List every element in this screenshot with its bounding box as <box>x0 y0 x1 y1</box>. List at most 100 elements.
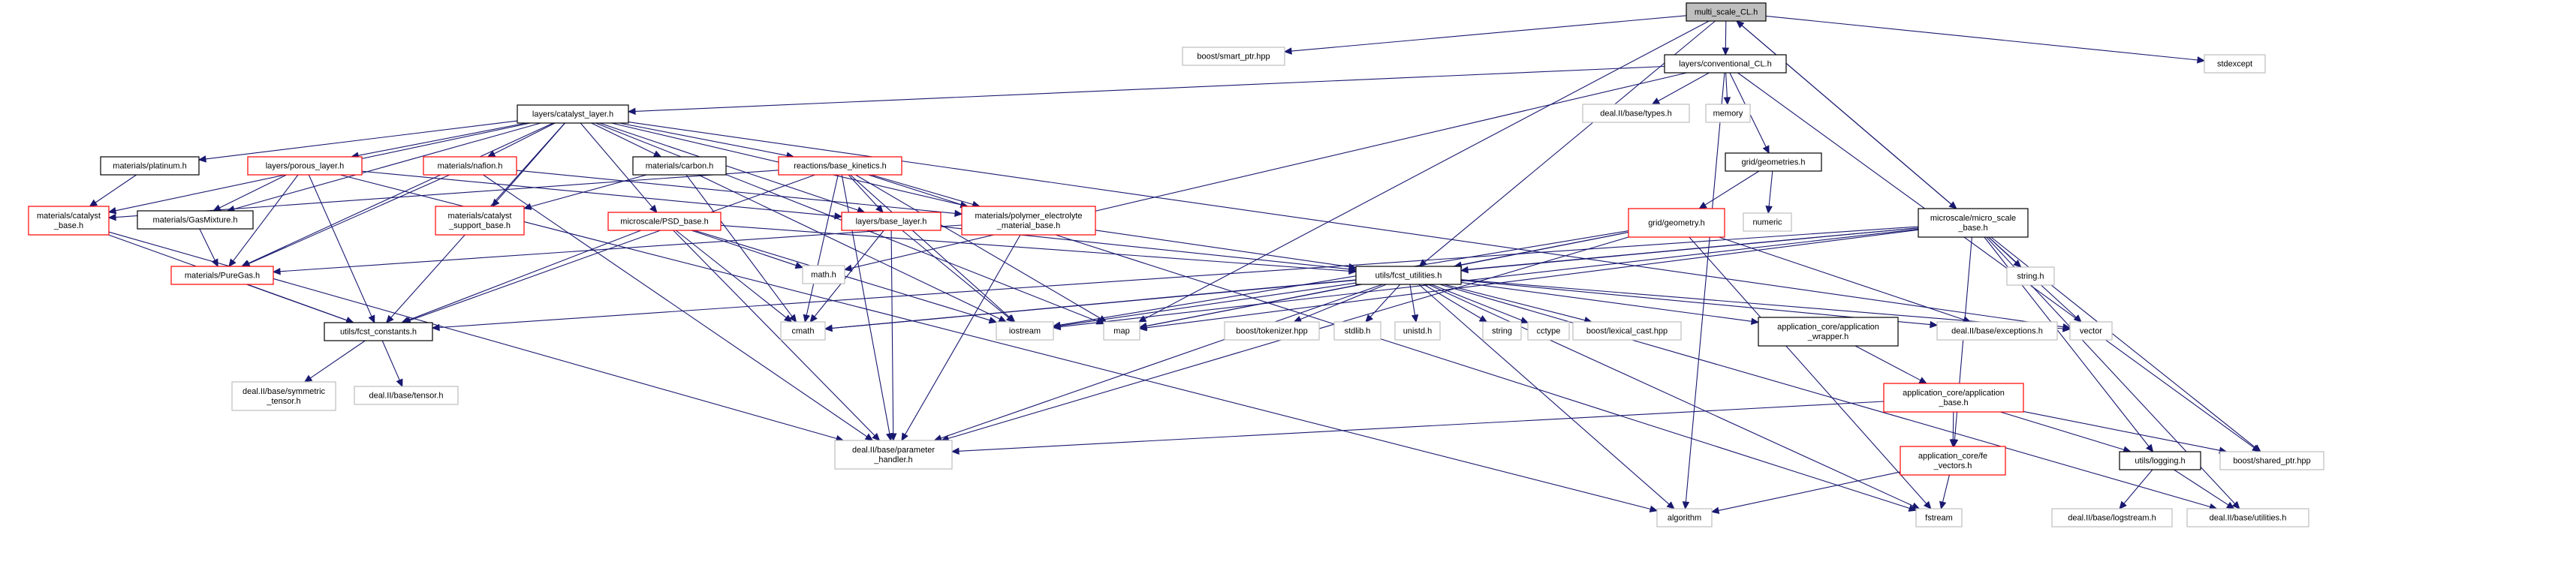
node-label: materials/catalyst <box>37 212 101 221</box>
node-box <box>324 322 433 341</box>
arrowhead-icon <box>1283 47 1292 55</box>
edge-line <box>1430 284 1522 321</box>
node-box <box>2219 451 2324 470</box>
edge-carbon-to-cmath <box>685 174 797 323</box>
node-logging[interactable]: utils/logging.h <box>2119 451 2201 470</box>
edge-conv_cl-to-memory <box>1723 72 1731 106</box>
node-label: boost/shared_ptr.hpp <box>2233 457 2310 466</box>
node-catalyst-base[interactable]: materials/catalyst_base.h <box>28 206 110 236</box>
node-label: microscale/micro_scale <box>1930 214 2016 223</box>
node-gas-mixture[interactable]: materials/GasMixture.h <box>137 210 254 230</box>
arrowhead-icon <box>1293 316 1303 323</box>
node-box <box>517 104 629 124</box>
edge-platinum-to-catalyst_base <box>89 174 137 207</box>
edge-line <box>233 122 541 210</box>
arrowhead-icon <box>649 204 658 213</box>
arrowhead-icon <box>2252 444 2261 452</box>
node-grid-geometry[interactable]: grid/geometry.h <box>1628 208 1725 238</box>
arrowhead-icon <box>788 314 797 323</box>
arrowhead-icon <box>241 260 251 267</box>
node-box <box>354 386 459 405</box>
node-conv-cl[interactable]: layers/conventional_CL.h <box>1664 54 1787 74</box>
node-fcst-utilities[interactable]: utils/fcst_utilities.h <box>1355 266 1462 285</box>
edge-line <box>890 230 894 434</box>
edge-line <box>831 279 1357 329</box>
arrowhead-icon <box>1930 320 1939 329</box>
arrowhead-icon <box>107 213 116 221</box>
arrowhead-icon <box>1649 505 1659 512</box>
node-fcst-constants[interactable]: utils/fcst_constants.h <box>324 322 433 341</box>
node-root[interactable]: multi_scale_CL.h <box>1686 2 1767 22</box>
node-platinum[interactable]: materials/platinum.h <box>100 156 200 176</box>
arrowhead-icon <box>1939 500 1947 510</box>
node-dealii-exceptions: deal.II/base/exceptions.h <box>1936 321 2058 341</box>
arrowhead-icon <box>1723 97 1731 106</box>
node-stdlib: stdlib.h <box>1333 321 1381 341</box>
node-base-kinetics[interactable]: reactions/base_kinetics.h <box>778 156 902 176</box>
node-label: boost/lexical_cast.hpp <box>1586 327 1668 336</box>
node-dealii-types: deal.II/base/types.h <box>1582 104 1690 123</box>
node-base-layer[interactable]: layers/base_layer.h <box>841 212 942 231</box>
node-grid-geometries[interactable]: grid/geometries.h <box>1725 152 1822 172</box>
edge-line <box>580 122 653 208</box>
node-psd-base[interactable]: microscale/PSD_base.h <box>607 212 722 231</box>
arrowhead-icon <box>998 315 1008 323</box>
edge-line <box>1765 15 2198 61</box>
node-box <box>231 381 336 411</box>
arrowhead-icon <box>1722 47 1730 56</box>
edge-line <box>871 174 974 206</box>
node-porous-layer[interactable]: layers/porous_layer.h <box>247 156 363 176</box>
node-catalyst-support[interactable]: materials/catalyst_support_base.h <box>435 206 525 236</box>
edge-catalyst_layer-to-platinum <box>197 120 518 163</box>
edge-line <box>1144 20 1710 320</box>
node-label: layers/conventional_CL.h <box>1679 60 1772 69</box>
node-label: math.h <box>811 271 836 280</box>
edge-app_base-to-param_handler <box>951 401 1885 455</box>
edge-grid_geometry-to-fstream <box>1689 236 1932 509</box>
node-cmath: cmath <box>780 321 826 341</box>
edge-line <box>483 174 868 437</box>
edge-fcst_utilities-to-stdlib <box>1365 284 1401 323</box>
node-app-base[interactable]: application_core/application_base.h <box>1883 383 2024 413</box>
node-polymer-electrolyte[interactable]: materials/polymer_electrolyte_material_b… <box>961 206 1096 236</box>
edge-line <box>1718 471 1901 511</box>
node-label: string <box>1492 327 1512 336</box>
edge-fcst_utilities-to-param_handler <box>933 284 1383 442</box>
edge-line <box>1059 230 1629 326</box>
node-label: materials/GasMixture.h <box>152 216 237 225</box>
edge-conv_cl-to-catalyst_layer <box>627 65 1665 116</box>
edge-micro_scale_base-to-fe_vectors <box>1951 236 1972 448</box>
edge-line <box>2023 410 2220 451</box>
node-micro-scale-base[interactable]: microscale/micro_scale_base.h <box>1918 208 2029 238</box>
node-layer: multi_scale_CL.h boost/smart_ptr.hpplayer… <box>28 2 2324 527</box>
arrowhead-icon <box>809 314 818 323</box>
node-box <box>1686 2 1767 22</box>
node-app-wrapper[interactable]: application_core/application_wrapper.h <box>1758 317 1899 347</box>
edge-line <box>814 230 884 317</box>
node-label: application_core/fe <box>1918 452 1987 461</box>
node-box <box>1725 152 1822 172</box>
node-box <box>1527 321 1570 341</box>
node-nafion[interactable]: materials/nafion.h <box>423 156 517 176</box>
node-carbon[interactable]: materials/carbon.h <box>632 156 727 176</box>
edge-base_kinetics-to-iostream <box>850 174 1016 323</box>
arrowhead-icon <box>1710 506 1720 514</box>
edge-grid_geometries-to-grid_geometry <box>1698 170 1760 209</box>
edge-app_base-to-logging <box>2000 411 2132 453</box>
node-fe-vectors[interactable]: application_core/fe_vectors.h <box>1900 446 2006 476</box>
node-label: materials/platinum.h <box>113 162 186 171</box>
edge-polymer_electrolyte-to-param_handler <box>901 234 1021 442</box>
node-box <box>1705 104 1751 123</box>
node-catalyst-layer[interactable]: layers/catalyst_layer.h <box>517 104 629 124</box>
edge-line <box>1059 282 1357 326</box>
node-pure-gas[interactable]: materials/PureGas.h <box>170 266 274 285</box>
edge-line <box>516 170 956 214</box>
node-boost-smart-ptr: boost/smart_ptr.hpp <box>1182 47 1285 66</box>
arrowhead-icon <box>523 203 532 210</box>
arrowhead-icon <box>303 374 313 383</box>
edge-base_layer-to-iostream <box>902 230 1015 323</box>
edge-porous_layer-to-fcst_constants <box>308 174 375 324</box>
node-label: deal.II/base/parameter <box>852 446 935 455</box>
node-label: _wrapper.h <box>1807 332 1848 341</box>
edge-line <box>1300 284 1387 320</box>
